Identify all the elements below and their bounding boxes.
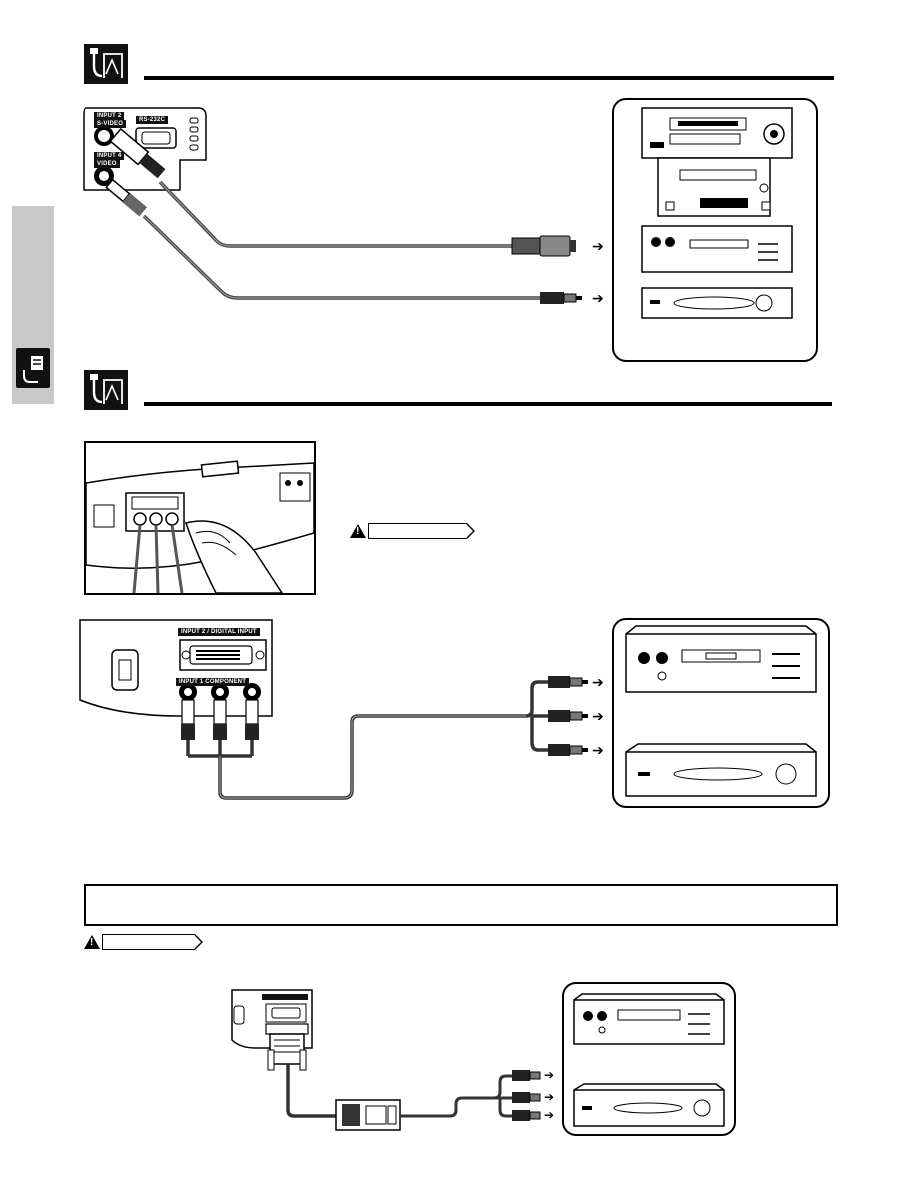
arrow-video: ➔ — [592, 290, 604, 306]
note-box — [84, 884, 838, 926]
rs232c-label: RS-232C — [136, 116, 169, 124]
connection-photo-illustration — [84, 441, 316, 595]
caution-badge-2 — [84, 934, 203, 950]
component-text: COMPONENT — [205, 679, 247, 685]
arrow-component-cr: ➔ — [592, 742, 604, 758]
av-devices-box-1 — [612, 98, 818, 362]
input2-text: INPUT 2 — [181, 629, 206, 635]
video-connection-icon — [84, 44, 128, 84]
av-devices-box-2 — [612, 618, 830, 808]
av-devices-box-3 — [562, 982, 736, 1136]
arrow-component-y: ➔ — [592, 674, 604, 690]
component-label: INPUT 1 COMPONENT — [176, 678, 250, 686]
arrow-adaptor-2: ➔ — [544, 1090, 555, 1104]
arrow-component-cb: ➔ — [592, 708, 604, 724]
dvi-text: / DIGITAL INPUT — [207, 629, 257, 635]
section-1-rule — [144, 76, 834, 80]
arrow-adaptor-1: ➔ — [544, 1068, 555, 1082]
input2-label: INPUT 2 — [94, 112, 125, 120]
section-2-rule — [144, 402, 832, 406]
svideo-label: S-VIDEO — [94, 120, 127, 128]
connection-section-icon — [16, 348, 50, 388]
component-connection-icon — [84, 370, 128, 410]
arrow-svideo: ➔ — [592, 238, 604, 254]
caution-badge-1 — [350, 523, 475, 539]
input2-dvi-label: INPUT 2 / DIGITAL INPUT — [178, 628, 260, 636]
video-label: VIDEO — [94, 160, 120, 168]
input1-text: INPUT 1 — [179, 679, 204, 685]
arrow-adaptor-3: ➔ — [544, 1108, 555, 1122]
input4-label: INPUT 4 — [94, 152, 125, 160]
